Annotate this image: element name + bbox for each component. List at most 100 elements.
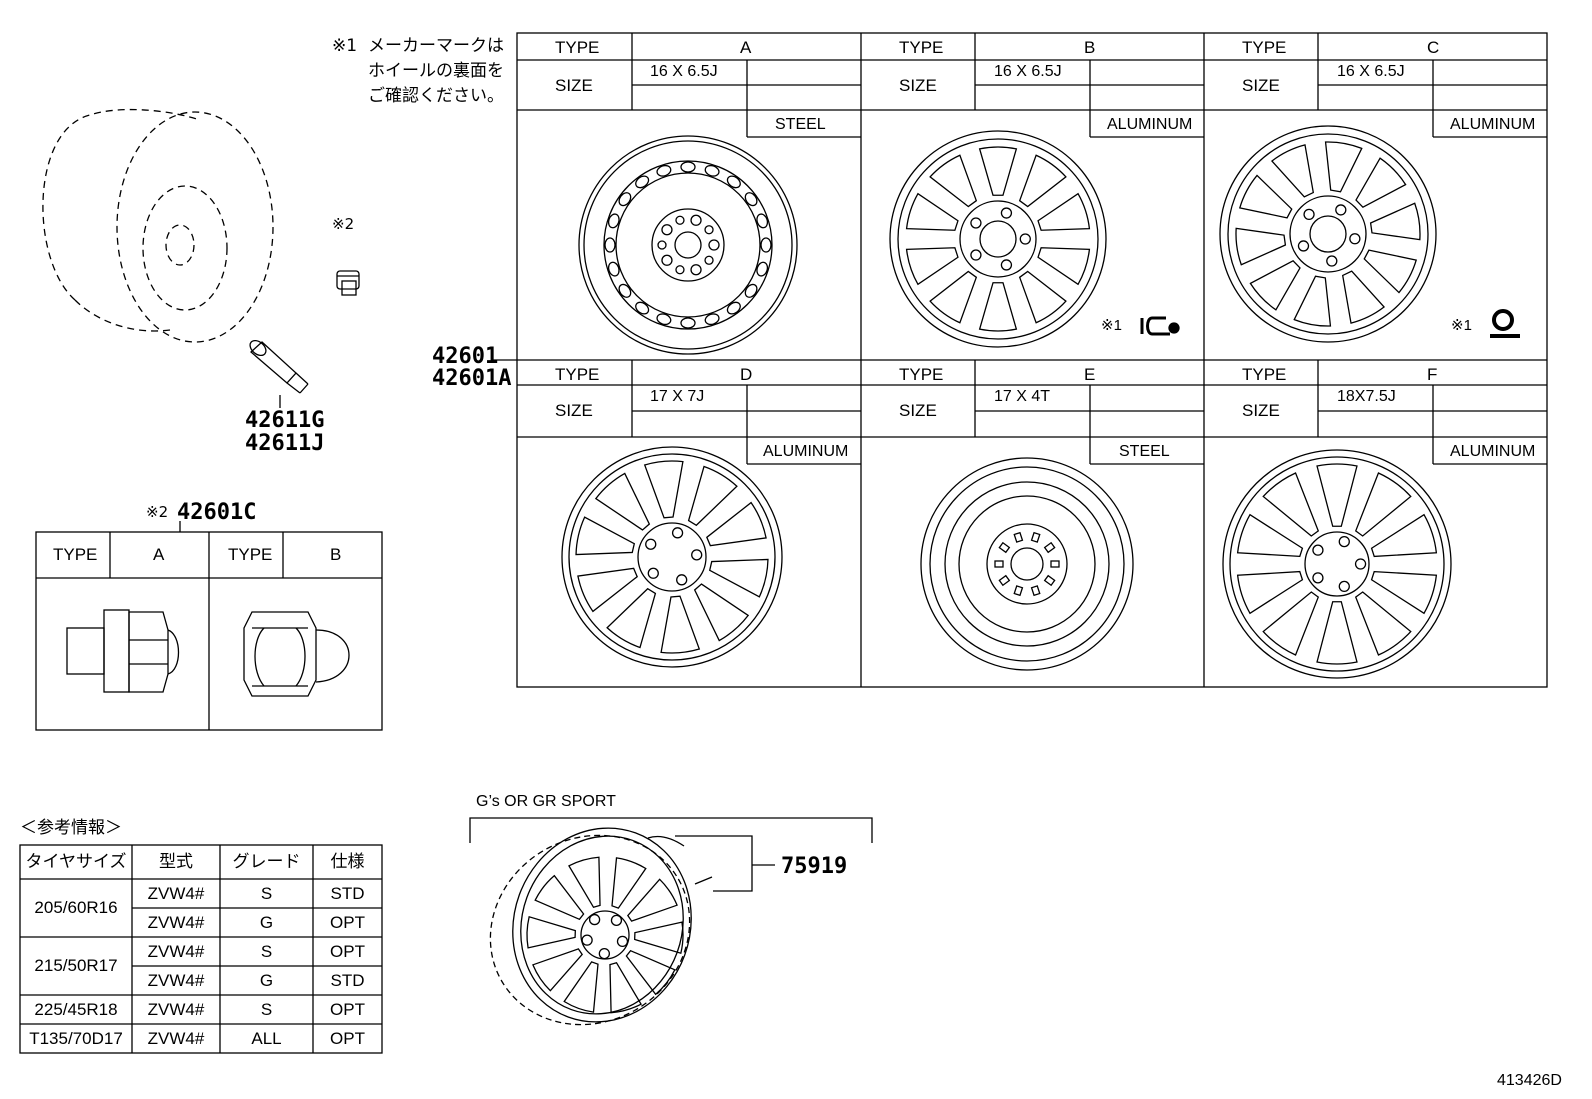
vent-hole: [656, 164, 672, 177]
vent-hole: [744, 192, 758, 207]
reference-cell: ZVW4#: [147, 1028, 205, 1048]
spoke-window: [1316, 601, 1358, 665]
wheel-a-drawing: [578, 135, 798, 355]
lug-hole: [676, 574, 688, 586]
nut-a-drawing: [66, 609, 180, 693]
wheel-a-vent-holes: [604, 161, 772, 329]
spoke-window: [1018, 154, 1067, 208]
wheel-size: 16 X 6.5J: [650, 63, 718, 80]
lug-hole: [1000, 207, 1013, 219]
maker-mark-b-dot: [1168, 322, 1180, 334]
spoke-window: [1271, 144, 1315, 198]
spoke-window: [606, 587, 657, 649]
wheel-type-c: C: [1427, 38, 1440, 57]
wheel-material: ALUMINUM: [1450, 443, 1536, 460]
reference-cell: S: [260, 883, 273, 903]
reference-header: タイヤサイズ: [25, 852, 127, 871]
lug-hole: [610, 914, 623, 926]
spoke-window: [905, 192, 959, 231]
reference-cell: ZVW4#: [147, 999, 205, 1019]
maker-mark-c-icon: [1490, 309, 1520, 338]
part-number-42601A[interactable]: 42601A: [432, 366, 512, 391]
vent-hole: [726, 175, 741, 189]
note1-line-3: ご確認ください。: [368, 86, 504, 106]
reference-cell: STD: [330, 970, 365, 990]
lug-slot: [1050, 560, 1060, 568]
lug-hole: [704, 255, 714, 265]
reference-header: 仕様: [330, 852, 365, 871]
lug-hole: [1303, 208, 1315, 221]
wheel-f-drawing: [1222, 449, 1452, 679]
reference-cell: ALL: [251, 1028, 282, 1048]
wheel-material: ALUMINUM: [1107, 116, 1193, 133]
lug-slot: [1030, 585, 1041, 597]
wheel-size: 16 X 6.5J: [994, 63, 1062, 80]
wheel-material: ALUMINUM: [1450, 116, 1536, 133]
spoke-window: [1369, 202, 1421, 241]
lug-hole: [1312, 544, 1324, 556]
gr-bracket: [469, 817, 873, 843]
hub-bolt-icon: [336, 270, 360, 296]
reference-cell: ZVW4#: [147, 970, 205, 990]
wheel-e-drawing: [920, 457, 1134, 671]
spoke-window: [1236, 570, 1304, 615]
lug-slot: [994, 560, 1004, 568]
lug-slot: [998, 574, 1011, 587]
spoke-window: [1354, 591, 1412, 656]
lug-hole: [691, 549, 703, 561]
lug-hole: [1326, 255, 1338, 267]
reference-cell: ZVW4#: [147, 883, 205, 903]
spoke-window: [1235, 227, 1287, 266]
wheel-material: STEEL: [775, 116, 826, 133]
spoke-window: [1316, 463, 1358, 527]
spoke-window: [706, 501, 767, 547]
reference-cell: S: [260, 941, 273, 961]
wheel-size: 16 X 6.5J: [1337, 63, 1405, 80]
lug-hole: [616, 935, 629, 948]
lug-slot: [1013, 585, 1024, 597]
part-number-42611J[interactable]: 42611J: [245, 431, 325, 456]
note2-mark: ※2: [332, 215, 355, 233]
tire-size-cell: 205/60R16: [34, 898, 118, 917]
lug-slot: [1043, 574, 1056, 587]
reference-table-grid: [19, 844, 383, 1054]
reference-header: グレード: [232, 852, 301, 871]
reference-cell: ZVW4#: [147, 941, 205, 961]
vent-hole: [704, 313, 720, 326]
spoke-window: [905, 247, 959, 286]
spoke-window: [929, 154, 978, 208]
wheel-type-a: A: [740, 38, 752, 57]
spoke-window: [575, 516, 636, 556]
part-number-75919[interactable]: 75919: [781, 854, 848, 879]
vent-hole: [607, 261, 620, 277]
vent-hole: [726, 301, 741, 315]
vent-hole: [680, 317, 696, 329]
vent-hole: [656, 313, 672, 326]
lug-hole: [671, 527, 684, 539]
size-label: SIZE: [899, 401, 937, 420]
lug-hole: [1349, 233, 1361, 245]
wheel-b-spokes: [905, 146, 1091, 332]
spoke-window: [568, 856, 601, 909]
lug-hole: [661, 254, 673, 266]
lug-hole: [1335, 204, 1347, 216]
spoke-window: [693, 583, 750, 642]
lug-hole: [675, 265, 685, 275]
part-number-42601[interactable]: 42601: [432, 344, 499, 369]
wheel-d-spokes: [575, 460, 769, 654]
wheel-type-f: F: [1427, 365, 1438, 384]
wheel-type-e: E: [1084, 365, 1096, 384]
spoke-window: [1037, 192, 1091, 231]
nut-type-label-b: TYPE: [228, 545, 273, 564]
part-number-42611G[interactable]: 42611G: [245, 408, 325, 433]
type-label: TYPE: [1242, 365, 1287, 384]
lug-hole: [1000, 259, 1013, 271]
lug-hole: [1354, 558, 1367, 570]
reference-cell: OPT: [330, 999, 365, 1019]
type-label: TYPE: [555, 38, 600, 57]
lug-hole: [708, 239, 720, 251]
part-number-42601C[interactable]: 42601C: [177, 500, 257, 525]
lug-hole: [657, 240, 667, 250]
reference-cell: G: [259, 912, 274, 932]
